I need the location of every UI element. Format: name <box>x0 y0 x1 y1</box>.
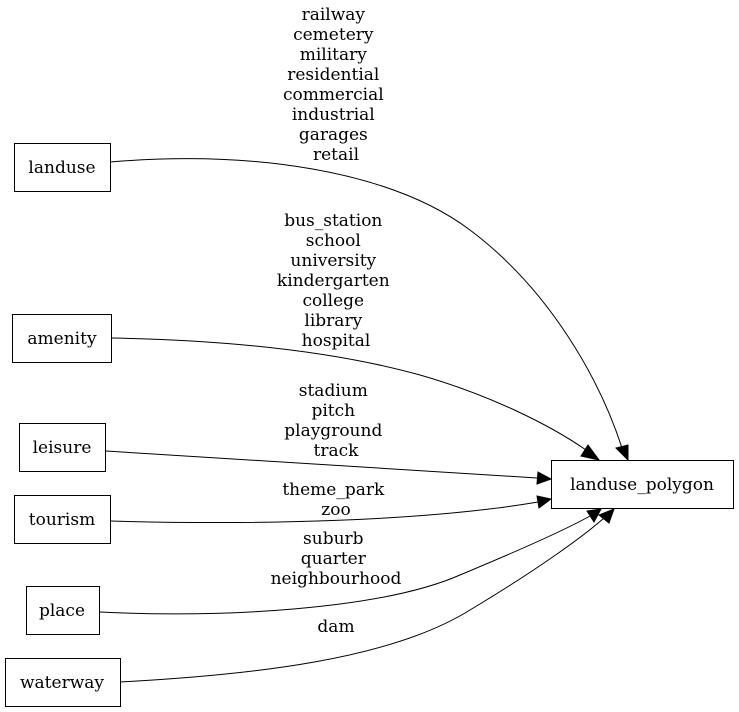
node-landuse[interactable]: landuse <box>14 143 111 192</box>
node-amenity[interactable]: amenity <box>12 314 112 363</box>
arrowhead <box>536 471 553 485</box>
node-box <box>14 495 111 544</box>
edge-line <box>111 337 587 451</box>
edge-waterway-to-landuse-polygon <box>119 508 615 683</box>
label-line: railway <box>302 5 366 25</box>
edge-line <box>119 517 605 683</box>
label-line: neighbourhood <box>271 569 402 589</box>
edge-line <box>99 515 591 615</box>
node-label: waterway <box>20 673 104 693</box>
label-line: garages <box>299 125 368 145</box>
label-line: suburb <box>303 529 364 549</box>
label-line: playground <box>284 421 382 441</box>
arrowhead <box>580 444 601 461</box>
edge-label-place: suburb quarter neighbourhood <box>271 529 402 589</box>
label-line: bus_station <box>284 211 382 231</box>
node-waterway[interactable]: waterway <box>5 658 121 707</box>
node-label: place <box>39 601 85 621</box>
arrowhead <box>598 508 615 524</box>
node-box <box>551 460 734 509</box>
edge-line <box>109 501 539 524</box>
edge-label-tourism: theme_park zoo <box>282 480 389 520</box>
edge-label-amenity: bus_station school university kindergart… <box>277 211 395 351</box>
node-place[interactable]: place <box>26 586 100 635</box>
label-line: industrial <box>292 105 375 125</box>
label-line: zoo <box>321 500 350 520</box>
edge-label-waterway: dam <box>317 617 354 637</box>
node-box <box>14 143 111 192</box>
label-line: military <box>300 45 368 65</box>
edge-tourism-to-landuse-polygon <box>109 495 553 524</box>
node-box <box>5 658 121 707</box>
edge-place-to-landuse-polygon <box>99 508 602 615</box>
label-line: retail <box>313 145 359 165</box>
arrowhead <box>536 495 553 509</box>
node-box <box>26 586 100 635</box>
label-line: hospital <box>302 331 371 351</box>
label-line: kindergarten <box>277 271 390 291</box>
node-box <box>19 423 106 472</box>
node-label: tourism <box>29 510 95 530</box>
label-line: track <box>314 441 360 461</box>
edge-line <box>105 450 538 479</box>
label-line: college <box>302 291 364 311</box>
label-line: pitch <box>311 401 355 421</box>
node-leisure[interactable]: leisure <box>19 423 106 472</box>
node-landuse-polygon[interactable]: landuse_polygon <box>551 460 734 509</box>
node-tourism[interactable]: tourism <box>14 495 111 544</box>
label-line: stadium <box>299 381 368 401</box>
node-label: amenity <box>27 329 97 349</box>
node-label: leisure <box>33 438 92 458</box>
edge-landuse-to-landuse-polygon <box>109 158 629 462</box>
label-line: residential <box>287 65 379 85</box>
label-line: theme_park <box>282 480 385 500</box>
label-line: quarter <box>301 549 367 569</box>
node-label: landuse <box>28 158 95 178</box>
edge-label-landuse: railway cemetery military residential co… <box>283 5 389 165</box>
label-line: university <box>290 251 376 271</box>
arrowhead <box>586 508 602 523</box>
node-box <box>12 314 112 363</box>
edge-leisure-to-landuse-polygon <box>105 450 553 485</box>
label-line: commercial <box>283 85 384 105</box>
label-line: cemetery <box>293 25 374 45</box>
edge-label-leisure: stadium pitch playground track <box>284 381 388 461</box>
label-line: library <box>304 311 362 331</box>
label-line: dam <box>317 617 354 637</box>
arrowhead <box>615 444 629 462</box>
label-line: school <box>306 231 361 251</box>
edge-line <box>109 158 623 449</box>
node-label: landuse_polygon <box>570 475 714 495</box>
edge-amenity-to-landuse-polygon <box>111 337 601 461</box>
